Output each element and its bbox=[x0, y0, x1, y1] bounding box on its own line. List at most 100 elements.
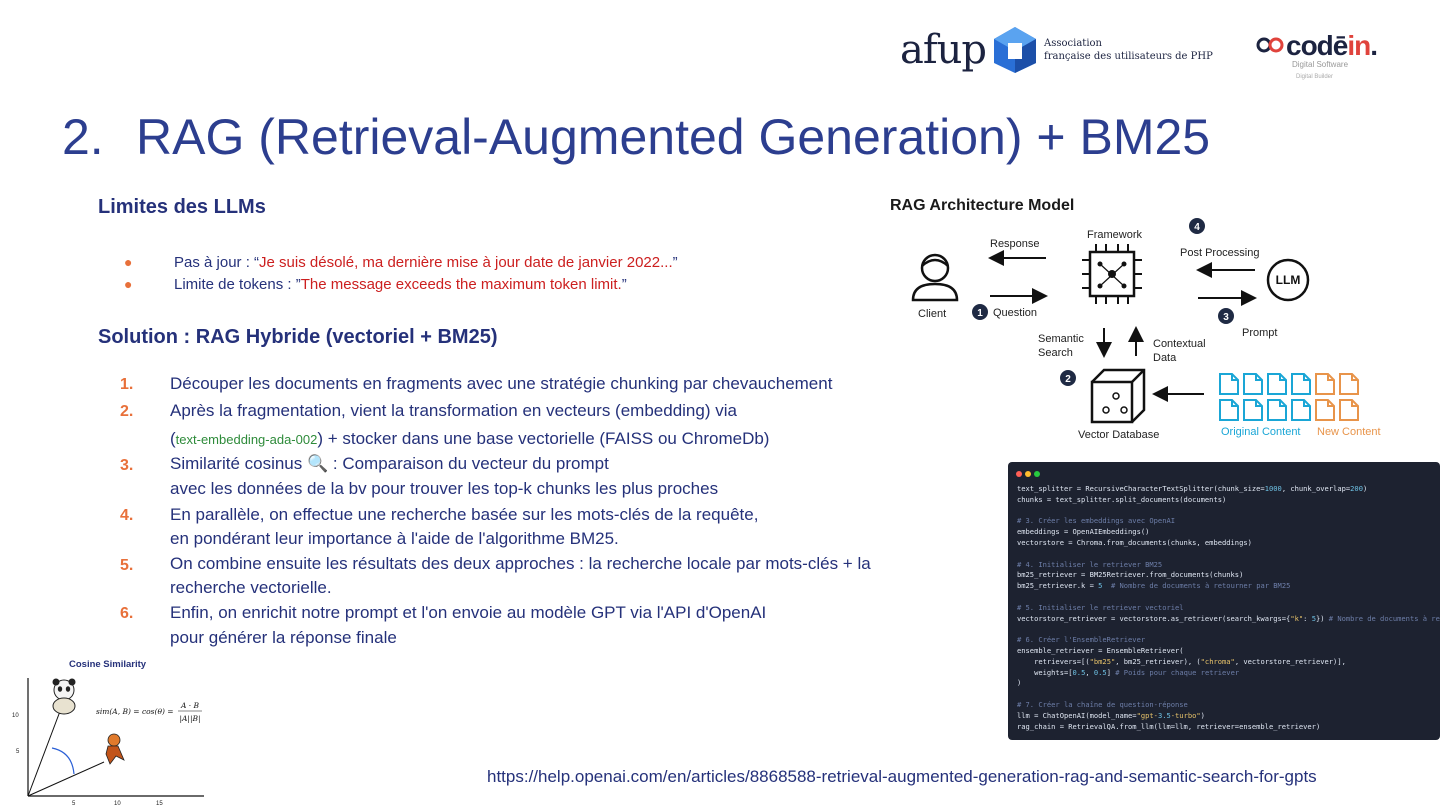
original-document-icon bbox=[1267, 373, 1287, 395]
code-line: embeddings = OpenAIEmbeddings() bbox=[1017, 527, 1150, 537]
step-number: 4. bbox=[120, 507, 134, 524]
content-documents-icon bbox=[1219, 373, 1359, 421]
step-badge-4 bbox=[1189, 218, 1205, 234]
step-text: Découper les documents en fragments avec… bbox=[170, 374, 833, 393]
code-line: rag_chain = RetrievalQA.from_llm(llm=llm… bbox=[1017, 721, 1321, 731]
title-text: RAG (Retrieval-Augmented Generation) + B… bbox=[136, 109, 1211, 165]
svg-text:3: 3 bbox=[1223, 312, 1229, 323]
question-label: Question bbox=[993, 307, 1037, 319]
code-line bbox=[1017, 549, 1440, 560]
original-document-icon bbox=[1291, 373, 1311, 395]
limit-bullet: ●Pas à jour : “Je suis désolé, ma derniè… bbox=[124, 254, 678, 271]
tiger-character-icon bbox=[105, 733, 125, 765]
step-text: pour générer la réponse finale bbox=[170, 628, 397, 647]
original-document-icon bbox=[1219, 399, 1239, 421]
code-line: llm = ChatOpenAI(model_name="gpt-3.5-tur… bbox=[1017, 710, 1205, 720]
title-number: 2. bbox=[62, 109, 104, 165]
bullet-dot-icon: ● bbox=[124, 276, 133, 292]
codein-logo: codēin. Digital Software Digital Builder bbox=[1256, 30, 1396, 84]
original-content-label: Original Content bbox=[1221, 426, 1301, 438]
response-label: Response bbox=[990, 238, 1040, 250]
slide-title: 2. RAG (Retrieval-Augmented Generation) +… bbox=[62, 108, 1210, 166]
cosine-formula-numerator: A · B bbox=[180, 701, 200, 710]
y-tick-label: 5 bbox=[16, 749, 20, 755]
step-text: en pondérant leur importance à l'aide de… bbox=[170, 529, 619, 548]
window-close-dot-icon bbox=[1016, 471, 1022, 477]
limits-heading: Limites des LLMs bbox=[98, 196, 266, 218]
code-snippet-panel: text_splitter = RecursiveCharacterTextSp… bbox=[1008, 462, 1440, 740]
afup-logo: afup Association française des utilisate… bbox=[900, 22, 1213, 78]
step-text: recherche vectorielle. bbox=[170, 578, 332, 597]
code-line: # 4. Initialiser le retriever BM25 bbox=[1017, 559, 1163, 569]
vector-b bbox=[27, 761, 105, 797]
diagram-title: RAG Architecture Model bbox=[890, 197, 1074, 214]
code-body: text_splitter = RecursiveCharacterTextSp… bbox=[1017, 484, 1440, 732]
original-document-icon bbox=[1243, 399, 1263, 421]
y-tick-label: 10 bbox=[12, 713, 19, 719]
code-line bbox=[1017, 624, 1440, 635]
step-badge-2 bbox=[1060, 370, 1076, 386]
original-document-icon bbox=[1219, 373, 1239, 395]
window-maximize-dot-icon bbox=[1034, 471, 1040, 477]
bullet-dot-icon: ● bbox=[124, 254, 133, 270]
code-line: retrievers=[("bm25", bm25_retriever), ("… bbox=[1017, 656, 1346, 666]
step-badge-3 bbox=[1218, 308, 1234, 324]
step-text: Après la fragmentation, vient la transfo… bbox=[170, 401, 737, 420]
code-line: bm25_retriever = BM25Retriever.from_docu… bbox=[1017, 570, 1244, 580]
svg-text:4: 4 bbox=[1194, 222, 1200, 233]
new-document-icon bbox=[1339, 399, 1359, 421]
step-number: 6. bbox=[120, 605, 134, 622]
afup-description: Association française des utilisateurs d… bbox=[1044, 38, 1213, 62]
window-minimize-dot-icon bbox=[1025, 471, 1031, 477]
code-line: weights=[0.5, 0.5] # Poids pour chaque r… bbox=[1017, 667, 1240, 677]
client-icon bbox=[911, 253, 959, 302]
original-document-icon bbox=[1243, 373, 1263, 395]
step-number: 2. bbox=[120, 403, 134, 420]
step-number: 1. bbox=[120, 376, 134, 393]
code-line bbox=[1017, 689, 1440, 700]
code-line: ) bbox=[1017, 678, 1022, 688]
code-line: # 7. Créer la chaîne de question-réponse bbox=[1017, 699, 1188, 709]
afup-wordmark: afup bbox=[900, 27, 987, 73]
llm-label: LLM bbox=[1276, 273, 1301, 287]
codein-link-icon bbox=[1256, 37, 1284, 53]
step-text: On combine ensuite les résultats des deu… bbox=[170, 554, 871, 573]
code-line: # 6. Créer l'EnsembleRetriever bbox=[1017, 635, 1146, 645]
new-document-icon bbox=[1315, 373, 1335, 395]
step-number: 5. bbox=[120, 557, 134, 574]
code-line: text_splitter = RecursiveCharacterTextSp… bbox=[1017, 484, 1368, 493]
source-link[interactable]: https://help.openai.com/en/articles/8868… bbox=[487, 767, 1317, 786]
prompt-label: Prompt bbox=[1242, 327, 1277, 339]
code-line: vectorstore_retriever = vectorstore.as_r… bbox=[1017, 613, 1440, 623]
framework-chip-icon bbox=[1082, 244, 1142, 304]
step-text: Enfin, on enrichit notre prompt et l'on … bbox=[170, 603, 767, 622]
new-document-icon bbox=[1315, 399, 1335, 421]
post-processing-label: Post Processing bbox=[1180, 247, 1259, 259]
codein-tagline: Digital Software bbox=[1292, 60, 1349, 69]
afup-hexagon-icon bbox=[994, 27, 1037, 73]
new-document-icon bbox=[1339, 373, 1359, 395]
code-line: chunks = text_splitter.split_documents(d… bbox=[1017, 494, 1227, 504]
codein-wordmark: codēin. bbox=[1286, 30, 1378, 61]
cosine-formula-denominator: |A||B| bbox=[179, 714, 200, 723]
framework-label: Framework bbox=[1087, 229, 1143, 241]
original-document-icon bbox=[1267, 399, 1287, 421]
x-tick-label: 15 bbox=[156, 801, 163, 806]
svg-text:2: 2 bbox=[1065, 374, 1071, 385]
code-line bbox=[1017, 592, 1440, 603]
step-text: (text-embedding-ada-002) + stocker dans … bbox=[170, 429, 770, 448]
client-label: Client bbox=[918, 308, 946, 320]
code-line: ensemble_retriever = EnsembleRetriever( bbox=[1017, 645, 1184, 655]
step-badge-1 bbox=[972, 304, 988, 320]
original-document-icon bbox=[1291, 399, 1311, 421]
cosine-formula-lhs: sim(A, B) = cos(θ) = bbox=[96, 707, 174, 716]
svg-text:1: 1 bbox=[977, 308, 983, 319]
cosine-similarity-figure: Cosine Similarity 10 5 5 10 15 sim(A, B)… bbox=[12, 659, 204, 806]
solution-heading: Solution : RAG Hybride (vectoriel + BM25… bbox=[98, 326, 498, 348]
code-line bbox=[1017, 506, 1440, 517]
step-text: Similarité cosinus 🔍 : Comparaison du ve… bbox=[170, 454, 609, 473]
step-text: En parallèle, on effectue une recherche … bbox=[170, 505, 759, 524]
vector-a bbox=[27, 705, 63, 797]
